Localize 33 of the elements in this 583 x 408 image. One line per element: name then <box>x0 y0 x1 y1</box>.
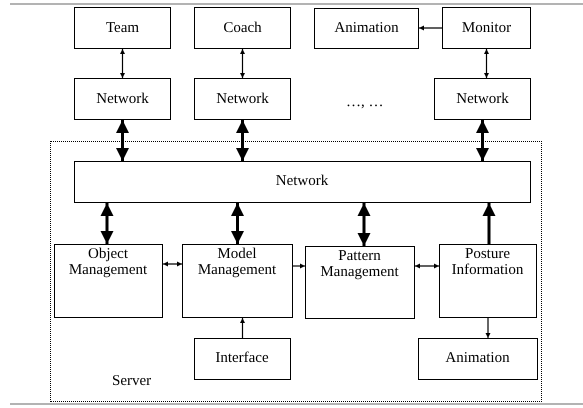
arrow <box>163 262 182 266</box>
server-boundary <box>50 141 542 402</box>
process-box: Posture Information <box>438 244 536 318</box>
arrow <box>482 203 496 244</box>
arrow <box>358 203 370 246</box>
process-box: Pattern Management <box>304 246 414 318</box>
arrow <box>231 203 244 244</box>
process-box: Team <box>74 7 171 49</box>
ellipsis-label: …, … <box>346 94 384 111</box>
process-box: Network <box>434 78 531 120</box>
arrow <box>419 26 442 30</box>
arrow <box>120 49 125 78</box>
process-box: Animation <box>314 8 419 49</box>
process-box: Animation <box>418 338 538 380</box>
arrow <box>240 49 245 78</box>
arrow <box>240 318 245 338</box>
arrow <box>484 49 489 78</box>
arrow <box>476 120 489 161</box>
arrow <box>486 318 490 338</box>
arrow <box>415 264 439 268</box>
arrow <box>236 120 249 161</box>
process-box: Network <box>194 78 291 120</box>
arrow <box>293 264 305 268</box>
arrow <box>100 203 114 244</box>
arrow <box>116 120 129 161</box>
process-box: Monitor <box>442 7 531 49</box>
process-box: Network <box>74 160 530 202</box>
process-box: Coach <box>194 7 291 49</box>
process-box: Network <box>74 78 171 120</box>
group-label: Server <box>112 373 152 390</box>
process-box: Model Management <box>182 244 292 318</box>
process-box: Object Management <box>54 244 162 318</box>
process-box: Interface <box>194 338 290 380</box>
